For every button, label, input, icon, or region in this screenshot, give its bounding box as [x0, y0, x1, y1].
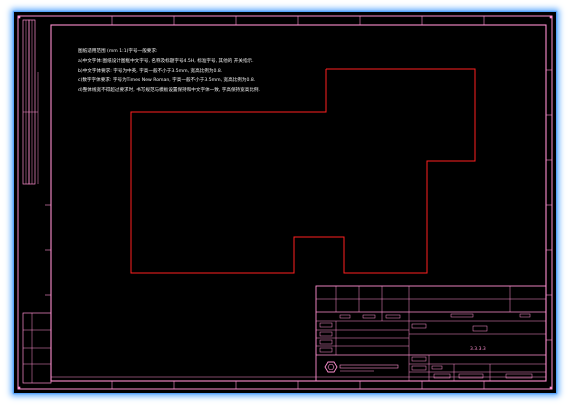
title-block-code: 3.3.3.3	[470, 346, 486, 352]
zone-marks	[17, 15, 553, 390]
red-outline-shape[interactable]	[130, 68, 476, 274]
outer-border	[17, 15, 553, 390]
left-binding-strip	[22, 19, 39, 185]
notes-line-5: d)整体线宽不得超过要求时, 书写规范与模板设置保持和中文字体一致, 字高保持宽…	[78, 86, 260, 93]
company-logo-icon	[324, 361, 399, 373]
notes-line-2: a)中文字体:图纸设计图框中文字号, 名称及标题字号4.5H, 标准字号, 其他…	[78, 57, 254, 64]
notes-line-4: c)数字字体要求: 字号为Times New Roman, 字高一般不小于3.5…	[78, 76, 255, 83]
cad-drawing-viewport[interactable]: 图纸适用范围 (mm 1:1)字号一般要求: a)中文字体:图纸设计图框中文字号…	[14, 12, 556, 393]
notes-block: 图纸适用范围 (mm 1:1)字号一般要求: a)中文字体:图纸设计图框中文字号…	[78, 47, 260, 93]
inner-border	[50, 24, 547, 382]
notes-line-1: 图纸适用范围 (mm 1:1)字号一般要求:	[78, 47, 158, 54]
title-block	[315, 285, 547, 382]
notes-line-3: b)中文字体要求: 字号为中英, 字高一般不小于3.5mm, 宽高比例为0.8.	[78, 67, 222, 74]
left-revision-table	[22, 312, 52, 384]
drawing-canvas[interactable]: 图纸适用范围 (mm 1:1)字号一般要求: a)中文字体:图纸设计图框中文字号…	[14, 12, 556, 393]
